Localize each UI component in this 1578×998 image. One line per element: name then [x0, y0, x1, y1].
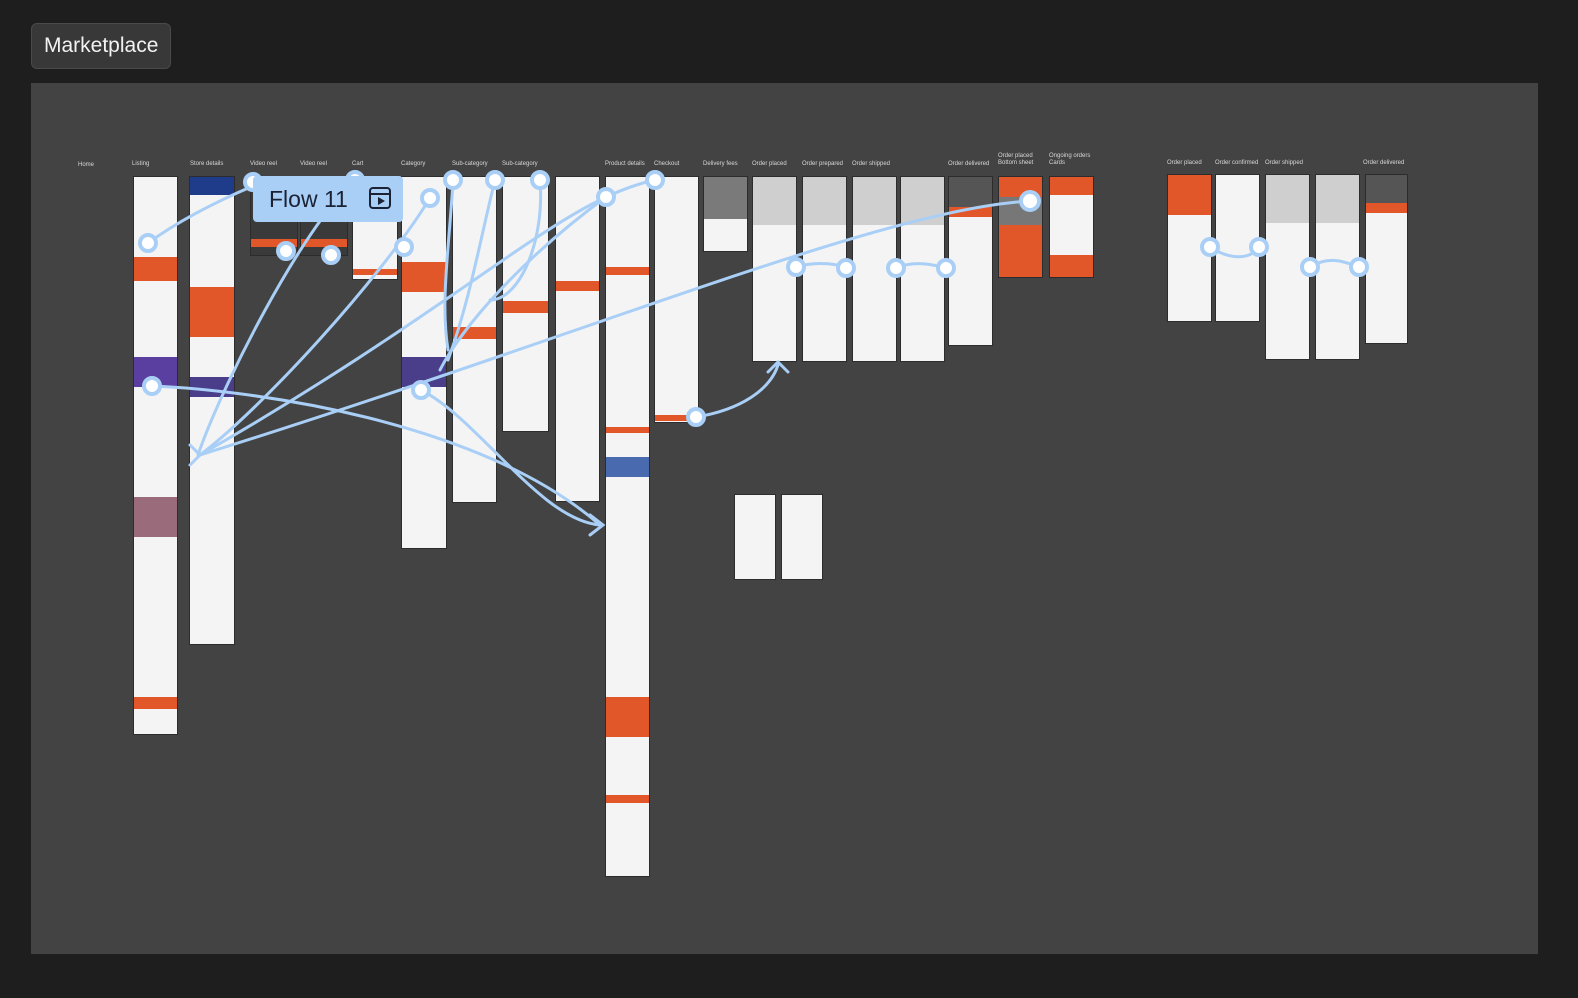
connection-node: [142, 376, 162, 396]
connection-node: [411, 380, 431, 400]
connection-node: [886, 258, 906, 278]
frame-sub-category-1[interactable]: [452, 176, 497, 503]
frame-label-product-details: Product details: [605, 161, 645, 167]
frame-label-ongoing-orders-1: Ongoing orders: [1049, 153, 1091, 159]
frame-label-video-reel-1: Video reel: [250, 161, 277, 167]
frame-product-details[interactable]: [605, 176, 650, 877]
frame-label-home: Home: [78, 162, 95, 168]
frame-store-details[interactable]: [189, 176, 235, 645]
connection-node: [596, 187, 616, 207]
frame-info-sheet-2[interactable]: [781, 494, 823, 580]
connection-node: [1200, 237, 1220, 257]
frame-sub-category-3[interactable]: [555, 176, 600, 502]
connection-node: [394, 237, 414, 257]
play-flow-icon[interactable]: [369, 187, 391, 209]
frame-sub-category-2[interactable]: [502, 176, 549, 432]
frame-label-order-prepared: Order prepared: [802, 161, 844, 167]
frame-label-sub-category-2: Sub-category: [502, 161, 538, 167]
section-title[interactable]: Marketplace: [31, 23, 172, 69]
frame-label-store-details: Store details: [190, 161, 224, 167]
frame-delivery-fees[interactable]: [703, 176, 748, 252]
connection-node: [645, 170, 665, 190]
connection-node: [420, 188, 440, 208]
frame-listing[interactable]: [133, 176, 178, 735]
frame-info-sheet-1[interactable]: [734, 494, 776, 580]
frame-ongoing-orders-cards[interactable]: [1049, 176, 1094, 278]
frame-order-delivered-2[interactable]: [1365, 174, 1408, 344]
flow-start-chip[interactable]: Flow 11: [253, 176, 403, 222]
connection-node: [836, 258, 856, 278]
frame-label-order-confirmed: Order confirmed: [1215, 160, 1259, 166]
frame-label-order-delivered-2: Order delivered: [1363, 160, 1405, 166]
frame-label-listing: Listing: [132, 161, 150, 167]
connection-node: [443, 170, 463, 190]
frame-checkout[interactable]: [654, 176, 699, 423]
frame-label-ongoing-orders-2: Cards: [1049, 160, 1066, 166]
connection-node: [1019, 190, 1041, 212]
frame-label-category: Category: [401, 161, 426, 167]
connection-node: [485, 170, 505, 190]
frame-category[interactable]: [401, 176, 447, 549]
frame-label-delivery-fees: Delivery fees: [703, 161, 738, 167]
frame-order-delivered-1[interactable]: [948, 176, 993, 346]
frame-label-order-shipped-1: Order shipped: [852, 161, 891, 167]
frame-label-order-placed-bs-1: Order placed: [998, 153, 1033, 159]
frame-label-order-delivered-1: Order delivered: [948, 161, 990, 167]
connection-node: [1300, 257, 1320, 277]
connection-node: [530, 170, 550, 190]
connection-node: [686, 407, 706, 427]
frame-label-order-placed-bs-2: Bottom sheet: [998, 160, 1034, 166]
frame-label-order-shipped-2: Order shipped: [1265, 160, 1304, 166]
connection-node: [276, 241, 296, 261]
frame-label-sub-category-1: Sub-category: [452, 161, 488, 167]
connection-node: [1349, 257, 1369, 277]
connection-node: [786, 257, 806, 277]
frame-label-cart: Cart: [352, 161, 364, 167]
frame-order-placed-bottom-sheet[interactable]: [998, 176, 1043, 278]
frame-label-video-reel-2: Video reel: [300, 161, 327, 167]
frame-label-checkout: Checkout: [654, 161, 680, 167]
connection-node: [936, 258, 956, 278]
connection-node: [138, 233, 158, 253]
frame-order-placed-2[interactable]: [1167, 174, 1212, 322]
frame-label-order-placed-1: Order placed: [752, 161, 787, 167]
flow-label: Flow 11: [269, 185, 348, 212]
connection-node: [321, 245, 341, 265]
frame-label-order-placed-2: Order placed: [1167, 160, 1202, 166]
connection-node: [1249, 237, 1269, 257]
